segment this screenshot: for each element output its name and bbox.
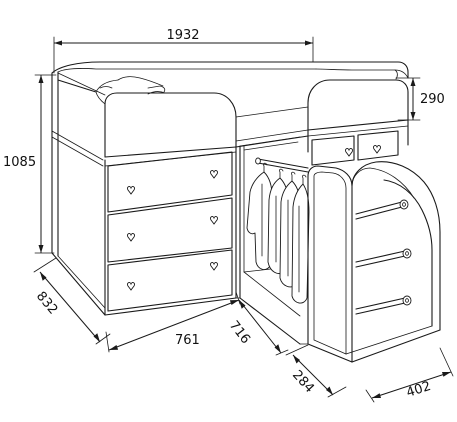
- front-guard-left: [95, 91, 237, 158]
- dimension-label-ladder-depth: 402: [405, 379, 433, 401]
- dimension-chest-width: 761: [105, 291, 241, 353]
- ladder-unit: [307, 161, 441, 363]
- dimension-side-height: 290: [395, 77, 445, 121]
- front-guard-right: [307, 61, 409, 131]
- hanging-clothes: [246, 162, 310, 304]
- coat-icon: [291, 183, 310, 304]
- dimension-label-width-total: 1932: [166, 28, 199, 43]
- knob-icon: [373, 145, 381, 154]
- upper-right-cabinet: [307, 119, 409, 166]
- mattress: [51, 61, 317, 95]
- drawer-top: [107, 151, 233, 213]
- dimension-label-depth: 832: [33, 289, 60, 318]
- knob-icon: [210, 216, 218, 225]
- drawer-bottom: [107, 249, 233, 312]
- dimension-height-total: 1085: [3, 74, 57, 254]
- knob-icon: [345, 148, 353, 157]
- chest-of-drawers: [104, 146, 237, 316]
- knob-icon: [210, 262, 218, 271]
- knob-icon: [127, 233, 135, 242]
- dimension-label-wardrobe-width: 716: [226, 318, 253, 347]
- knob-icon: [210, 170, 218, 179]
- dimension-label-chest-width: 761: [175, 333, 200, 348]
- base-outline: [57, 255, 309, 345]
- dimension-label-side-height: 290: [420, 92, 445, 107]
- knob-icon: [127, 186, 135, 195]
- left-side-panel: [51, 71, 106, 316]
- dimension-label-height-total: 1085: [3, 155, 36, 170]
- clothes-rail: [257, 158, 309, 169]
- dimension-label-ladder-width: 284: [289, 368, 317, 396]
- dimension-ladder-depth: 402: [365, 347, 454, 403]
- drawer-middle: [107, 197, 233, 263]
- dimension-width-total: 1932: [53, 28, 314, 74]
- dimension-ladder-width: 284: [285, 344, 347, 398]
- knob-icon: [127, 282, 135, 291]
- ladder-rungs: [355, 199, 412, 315]
